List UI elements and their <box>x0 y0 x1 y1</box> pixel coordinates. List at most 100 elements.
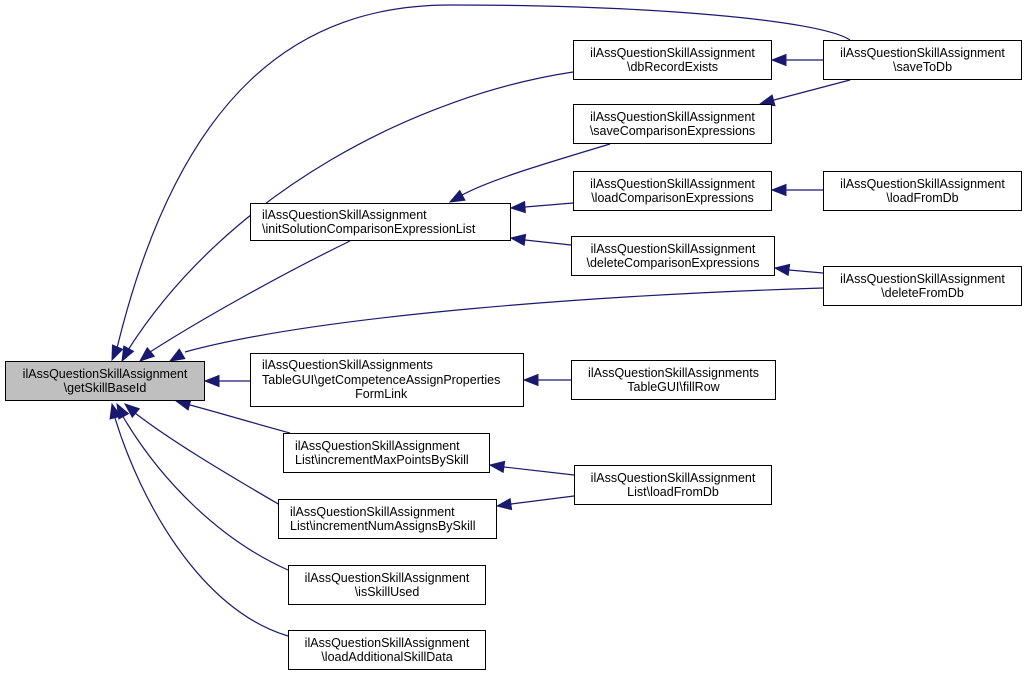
node-label-line: ilAssQuestionSkillAssignment <box>840 271 1005 286</box>
edge-deleteFromDb-to-getSkillBaseId <box>168 287 824 362</box>
node-label-line: \loadFromDb <box>886 191 959 205</box>
arrowhead-icon <box>509 233 527 247</box>
node-isSkillUsed[interactable]: ilAssQuestionSkillAssignment\isSkillUsed <box>288 565 486 605</box>
arrowhead-icon <box>488 460 506 474</box>
edge-saveComparisonExpressions-to-initSolutionComparisonExpressionList <box>448 143 611 203</box>
node-loadComparisonExpressions[interactable]: ilAssQuestionSkillAssignment\loadCompari… <box>573 171 772 211</box>
edge-line <box>461 143 611 196</box>
node-dbRecordExists[interactable]: ilAssQuestionSkillAssignment\dbRecordExi… <box>573 40 772 80</box>
edge-line <box>788 269 824 274</box>
node-label-line: ilAssQuestionSkillAssignment <box>590 176 755 191</box>
node-label-line: \loadAdditionalSkillData <box>321 650 453 664</box>
node-label-line: TableGUI\getCompetenceAssignProperties <box>262 372 501 387</box>
node-label: ilAssQuestionSkillAssignment\loadCompari… <box>590 177 755 206</box>
arrowhead-icon <box>773 263 791 277</box>
edge-line <box>524 239 572 246</box>
arrowhead-icon <box>109 402 122 420</box>
node-label-line: List\loadFromDb <box>627 485 719 499</box>
node-label-line: ilAssQuestionSkillAssignment <box>590 470 756 485</box>
node-label-line: \isSkillUsed <box>354 585 420 599</box>
node-getSkillBaseId[interactable]: ilAssQuestionSkillAssignment\getSkillBas… <box>5 361 205 401</box>
node-label: ilAssQuestionSkillAssignment\deleteFromD… <box>840 272 1005 301</box>
arrowhead-icon <box>168 348 186 362</box>
node-initSolutionComparisonExpressionList[interactable]: ilAssQuestionSkillAssignment\initSolutio… <box>250 203 511 241</box>
node-label-line: ilAssQuestionSkillAssignment <box>290 504 455 519</box>
edge-getCompetenceAssignPropertiesFormLink-to-getSkillBaseId <box>203 374 250 388</box>
node-label-line: ilAssQuestionSkillAssignments <box>262 358 433 373</box>
edge-line <box>121 414 289 571</box>
node-label: ilAssQuestionSkillAssignment\isSkillUsed <box>305 571 470 600</box>
node-label-line: ilAssQuestionSkillAssignment <box>840 176 1005 191</box>
arrowhead-icon <box>770 53 787 67</box>
edge-line <box>184 287 824 353</box>
node-label-line: ilAssQuestionSkillAssignment <box>840 45 1005 60</box>
node-loadAdditionalSkillData[interactable]: ilAssQuestionSkillAssignment\loadAdditio… <box>288 630 486 670</box>
arrowhead-icon <box>509 200 526 214</box>
node-label-line: List\incrementNumAssignsBySkill <box>290 519 476 533</box>
edge-line <box>114 417 289 637</box>
edge-line <box>510 495 575 505</box>
node-saveComparisonExpressions[interactable]: ilAssQuestionSkillAssignment\saveCompari… <box>573 104 772 144</box>
node-label-line: ilAssQuestionSkillAssignment <box>295 438 460 453</box>
edge-saveToDb-to-saveComparisonExpressions <box>758 79 851 107</box>
arrowhead-icon <box>495 497 513 511</box>
edge-incrementNumAssignsBySkill-to-getSkillBaseId <box>123 403 281 506</box>
node-label-line: \getSkillBaseId <box>63 381 147 395</box>
node-saveToDb[interactable]: ilAssQuestionSkillAssignment\saveToDb <box>823 40 1022 80</box>
arrowhead-icon <box>203 374 220 388</box>
node-label: ilAssQuestionSkillAssignment\loadAdditio… <box>305 636 470 665</box>
node-label-line: \saveToDb <box>892 60 953 74</box>
edge-deleteComparisonExpressions-to-initSolutionComparisonExpressionList <box>509 233 572 247</box>
node-label-line: ilAssQuestionSkillAssignment <box>590 109 755 124</box>
node-label: ilAssQuestionSkillAssignment\dbRecordExi… <box>590 46 755 75</box>
edge-saveToDb-to-dbRecordExists <box>770 53 823 67</box>
node-label-line: ilAssQuestionSkillAssignment <box>590 241 756 256</box>
edge-saveToDb-to-getSkillBaseId <box>111 4 851 362</box>
edge-line <box>116 4 851 349</box>
node-label-line: FormLink <box>355 387 408 402</box>
node-label: ilAssQuestionSkillAssignment\saveCompari… <box>590 110 755 139</box>
edge-line <box>127 71 574 351</box>
node-label: ilAssQuestionSkillAssignment\deleteCompa… <box>586 242 759 271</box>
edge-line <box>503 466 575 476</box>
edge-loadFromDb-to-loadComparisonExpressions <box>770 183 823 197</box>
node-deleteComparisonExpressions[interactable]: ilAssQuestionSkillAssignment\deleteCompa… <box>571 236 775 276</box>
edge-isSkillUsed-to-getSkillBaseId <box>116 402 289 571</box>
arrowhead-icon <box>522 373 539 387</box>
edge-deleteFromDb-to-deleteComparisonExpressions <box>773 263 824 277</box>
arrowhead-icon <box>123 403 141 419</box>
edge-line <box>134 412 281 506</box>
node-label-line: List\incrementMaxPointsBySkill <box>295 453 469 467</box>
node-label-line: TableGUI\fillRow <box>627 380 720 394</box>
arrowhead-icon <box>121 345 135 363</box>
node-label-line: \loadComparisonExpressions <box>591 191 754 205</box>
edge-listLoadFromDb-to-incrementMaxPointsBySkill <box>488 460 575 476</box>
edge-listLoadFromDb-to-incrementNumAssignsBySkill <box>495 495 575 511</box>
node-label: ilAssQuestionSkillAssignment\initSolutio… <box>262 208 475 237</box>
node-label-line: \initSolutionComparisonExpressionList <box>262 222 476 236</box>
arrowhead-icon <box>111 344 124 362</box>
edge-line <box>524 202 574 208</box>
node-deleteFromDb[interactable]: ilAssQuestionSkillAssignment\deleteFromD… <box>823 266 1022 306</box>
arrowhead-icon <box>138 346 156 362</box>
arrowhead-icon <box>770 183 787 197</box>
node-label-line: \deleteFromDb <box>881 286 964 300</box>
node-label-line: ilAssQuestionSkillAssignment <box>22 366 188 381</box>
node-label: ilAssQuestionSkillAssignment\saveToDb <box>840 46 1005 75</box>
node-label-line: ilAssQuestionSkillAssignment <box>304 570 470 585</box>
edge-initSolutionComparisonExpressionList-to-getSkillBaseId <box>138 240 351 362</box>
node-label-line: ilAssQuestionSkillAssignment <box>304 635 470 650</box>
edge-line <box>773 79 851 101</box>
edge-loadAdditionalSkillData-to-getSkillBaseId <box>109 402 289 637</box>
edge-line <box>149 240 351 353</box>
node-loadFromDb[interactable]: ilAssQuestionSkillAssignment\loadFromDb <box>823 171 1022 211</box>
